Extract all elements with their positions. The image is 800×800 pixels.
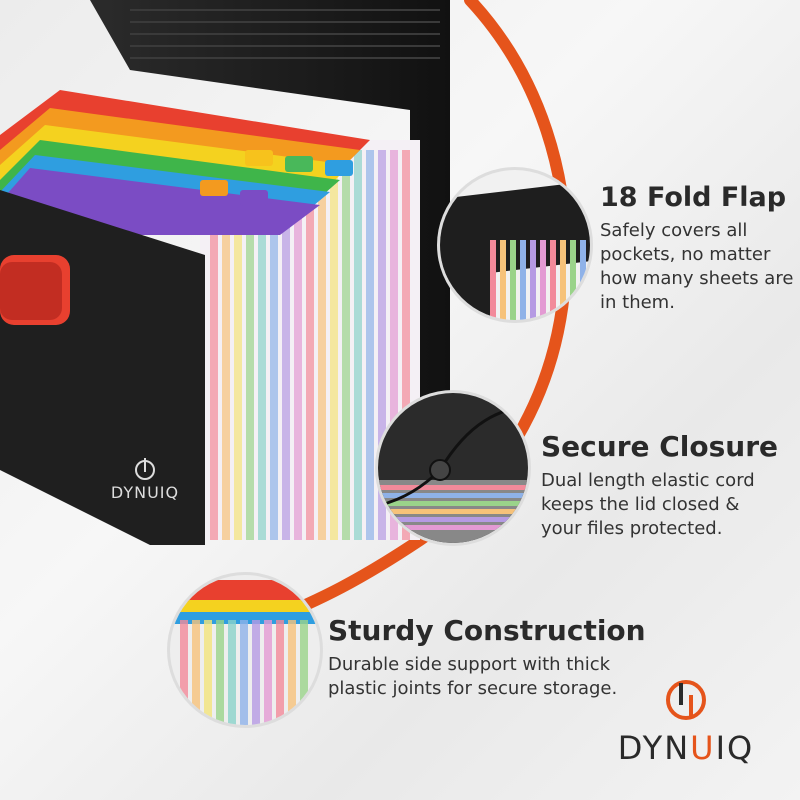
brand-logo: DYNUIQ	[606, 675, 766, 770]
feature-text: Dual length elastic cord keeps the lid c…	[541, 470, 755, 539]
brand-part1: DYN	[617, 729, 691, 767]
feature-secure-closure: Secure Closure Dual length elastic cord …	[541, 430, 781, 541]
brand-wordmark: DYNUIQ	[606, 729, 766, 767]
box-logo: DYNUIQ	[111, 458, 179, 502]
zoom-circle-flap	[437, 167, 593, 323]
divider-tabs	[0, 90, 370, 235]
feature-title: 18 Fold Flap	[600, 182, 787, 213]
zoom-circle-closure	[375, 390, 531, 546]
box-logo-text: DYNUIQ	[111, 483, 179, 502]
brand-highlight: U	[690, 729, 716, 767]
feature-fold-flap: 18 Fold Flap Safely covers all pockets, …	[600, 182, 795, 315]
zoom-circle-construction	[167, 572, 323, 728]
feature-text: Durable side support with thick plastic …	[328, 654, 618, 699]
box-front	[0, 190, 205, 545]
feature-text: Safely covers all pockets, no matter how…	[600, 220, 794, 313]
feature-title: Sturdy Construction	[328, 614, 646, 647]
feature-sturdy-construction: Sturdy Construction Durable side support…	[328, 614, 648, 701]
power-logo-icon	[666, 680, 706, 720]
brand-part2: IQ	[715, 729, 755, 767]
feature-title: Secure Closure	[541, 430, 779, 463]
